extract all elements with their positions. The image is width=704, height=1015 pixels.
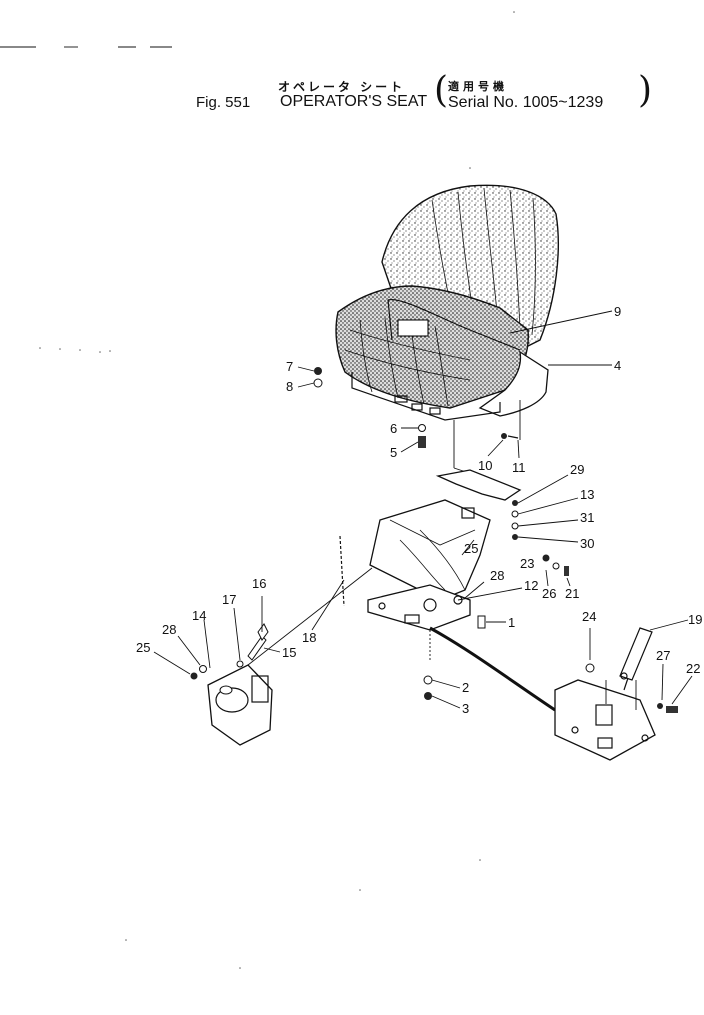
damper-assembly (190, 567, 373, 746)
callout-16: 16 (252, 576, 266, 591)
callout-9: 9 (614, 304, 621, 319)
callout-17: 17 (222, 592, 236, 607)
leader-lines (153, 310, 693, 709)
callout-11: 11 (512, 460, 526, 475)
washer-2 (423, 675, 433, 685)
callout-24: 24 (582, 609, 596, 624)
open-paren: ( (434, 70, 449, 111)
seat-side-bracket (478, 350, 549, 417)
callout-4: 4 (614, 358, 621, 373)
bracket-plate (554, 679, 656, 761)
callout-15: 15 (282, 645, 296, 660)
seat-assembly (335, 184, 559, 491)
adjust-cable (429, 626, 556, 712)
callout-18: 18 (302, 630, 316, 645)
callout-31: 31 (580, 510, 594, 525)
washer-8 (313, 378, 323, 388)
callout-5: 5 (390, 445, 397, 460)
callout-21: 21 (565, 586, 579, 601)
callout-6: 6 (390, 421, 397, 436)
nut-24 (585, 663, 595, 673)
callout-28b: 28 (162, 622, 176, 637)
callout-28a: 28 (490, 568, 504, 583)
nut-3 (424, 692, 432, 700)
lever-bracket (554, 627, 678, 761)
nut-10 (501, 433, 507, 439)
bolt-5 (418, 436, 426, 448)
callout-13: 13 (580, 487, 594, 502)
seat-frame (351, 372, 501, 421)
callout-3: 3 (462, 701, 469, 716)
callout-labels: 9 4 7 8 6 5 10 11 29 13 31 30 25 23 28 2… (136, 304, 702, 716)
suspension-base (367, 584, 471, 631)
seat-hardware (313, 367, 519, 448)
callout-8: 8 (286, 379, 293, 394)
gas-spring (619, 627, 653, 681)
washer-27 (657, 703, 663, 709)
fig-label: Fig. 551 (196, 94, 251, 111)
seat-belt-strap (387, 298, 521, 351)
nut-25-left (190, 672, 198, 680)
callout-1: 1 (508, 615, 515, 630)
callout-23: 23 (520, 556, 534, 571)
callout-19: 19 (688, 612, 702, 627)
callout-27: 27 (656, 648, 670, 663)
callout-30: 30 (580, 536, 594, 551)
seat-suspension (339, 469, 569, 712)
seat-mount-plate (435, 469, 522, 501)
callout-2: 2 (462, 680, 469, 695)
callout-25a: 25 (464, 541, 478, 556)
applicability-jp: 適用号機 (448, 80, 508, 93)
washer-6 (418, 424, 426, 432)
close-paren: ) (638, 70, 653, 111)
callout-10: 10 (478, 458, 492, 473)
nut-7 (314, 367, 322, 375)
callout-26: 26 (542, 586, 556, 601)
washer-28-left (199, 665, 207, 673)
bolt-22 (666, 706, 678, 713)
callout-25b: 25 (136, 640, 150, 655)
bolt-1 (477, 615, 486, 629)
callout-12: 12 (524, 578, 538, 593)
serial-range: Serial No. 1005~1239 (448, 94, 604, 111)
scan-specks (39, 11, 515, 969)
callout-7: 7 (286, 359, 293, 374)
callout-29: 29 (570, 462, 584, 477)
fig-title: OPERATOR'S SEAT (280, 93, 428, 110)
callout-22: 22 (686, 661, 700, 676)
title-jp: オペレータ シート (278, 80, 406, 94)
callout-14: 14 (192, 608, 206, 623)
